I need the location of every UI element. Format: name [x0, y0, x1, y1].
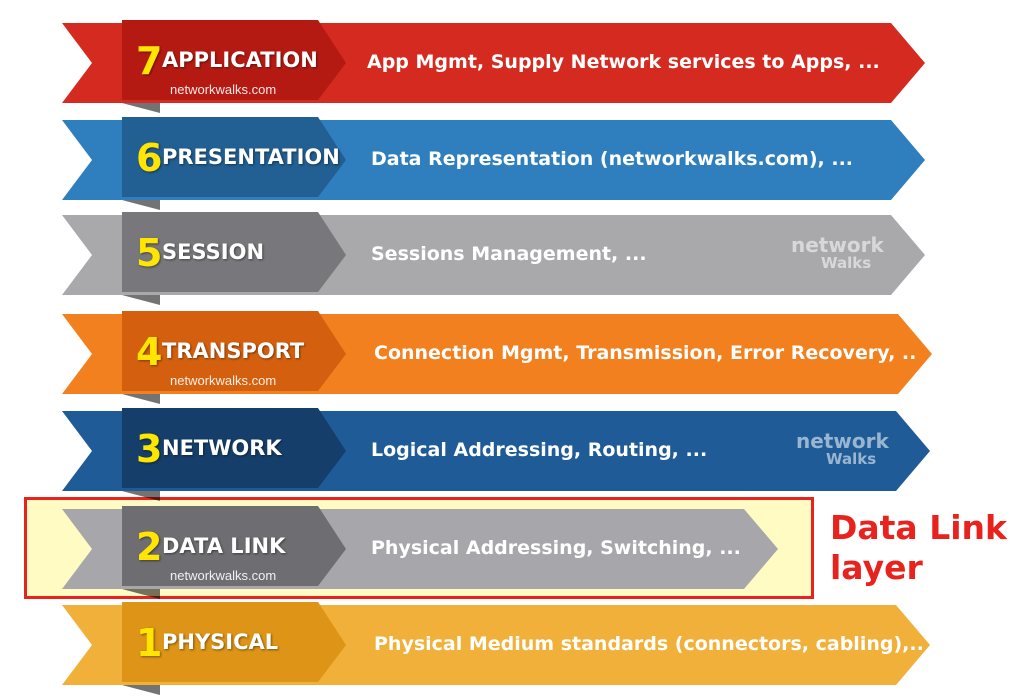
layer-description: Data Representation (networkwalks.com), …: [371, 148, 854, 170]
layer-ribbon-3: [62, 408, 930, 501]
layer-tag: [122, 311, 346, 391]
layer-number: 3: [136, 427, 163, 471]
tag-fold: [122, 491, 160, 501]
layer-tag: [122, 20, 346, 100]
layer-name: PRESENTATION: [162, 145, 340, 169]
layer-description: Physical Addressing, Switching, ...: [371, 537, 741, 559]
tag-fold: [122, 200, 160, 210]
layer-number: 7: [136, 39, 163, 83]
layer-tag: [122, 212, 346, 292]
layer-tag: [122, 602, 346, 682]
layer-description: Physical Medium standards (connectors, c…: [374, 633, 924, 655]
tag-fold: [122, 295, 160, 305]
layer-ribbon-2: [62, 506, 778, 599]
layer-ribbon-5: [62, 212, 925, 305]
layer-name: NETWORK: [162, 436, 282, 460]
tag-fold: [122, 685, 160, 695]
layer-name: APPLICATION: [162, 48, 318, 72]
tag-fold: [122, 394, 160, 404]
layer-ribbon-4: [62, 311, 932, 404]
layer-number: 5: [136, 231, 163, 275]
callout-line-1: Data Link: [830, 508, 1007, 547]
layer-number: 6: [136, 136, 163, 180]
layer-number: 4: [136, 330, 163, 374]
layer-ribbon-7: [62, 20, 925, 113]
layer-description: Connection Mgmt, Transmission, Error Rec…: [374, 342, 917, 364]
layer-name: TRANSPORT: [162, 339, 305, 363]
data-link-callout: Data Link layer: [830, 508, 1020, 588]
layer-name: DATA LINK: [162, 534, 286, 558]
tag-fold: [122, 589, 160, 599]
callout-line-2: layer: [830, 548, 923, 587]
layer-name: SESSION: [162, 240, 265, 264]
watermark-text: networkwalks.com: [170, 82, 277, 97]
watermark-text: networkwalks.com: [170, 373, 277, 388]
layer-description: Sessions Management, ...: [371, 243, 647, 265]
watermark-text: networkwalks.com: [170, 568, 277, 583]
layer-name: PHYSICAL: [162, 630, 279, 654]
tag-fold: [122, 103, 160, 113]
layer-description: Logical Addressing, Routing, ...: [371, 439, 708, 461]
layer-number: 1: [136, 621, 163, 665]
layer-ribbon-1: [62, 602, 930, 695]
layer-number: 2: [136, 525, 163, 569]
layer-ribbon-6: [62, 117, 925, 210]
layer-tag: [122, 408, 346, 488]
layer-tag: [122, 117, 346, 197]
layer-description: App Mgmt, Supply Network services to App…: [367, 51, 880, 73]
layer-tag: [122, 506, 346, 586]
